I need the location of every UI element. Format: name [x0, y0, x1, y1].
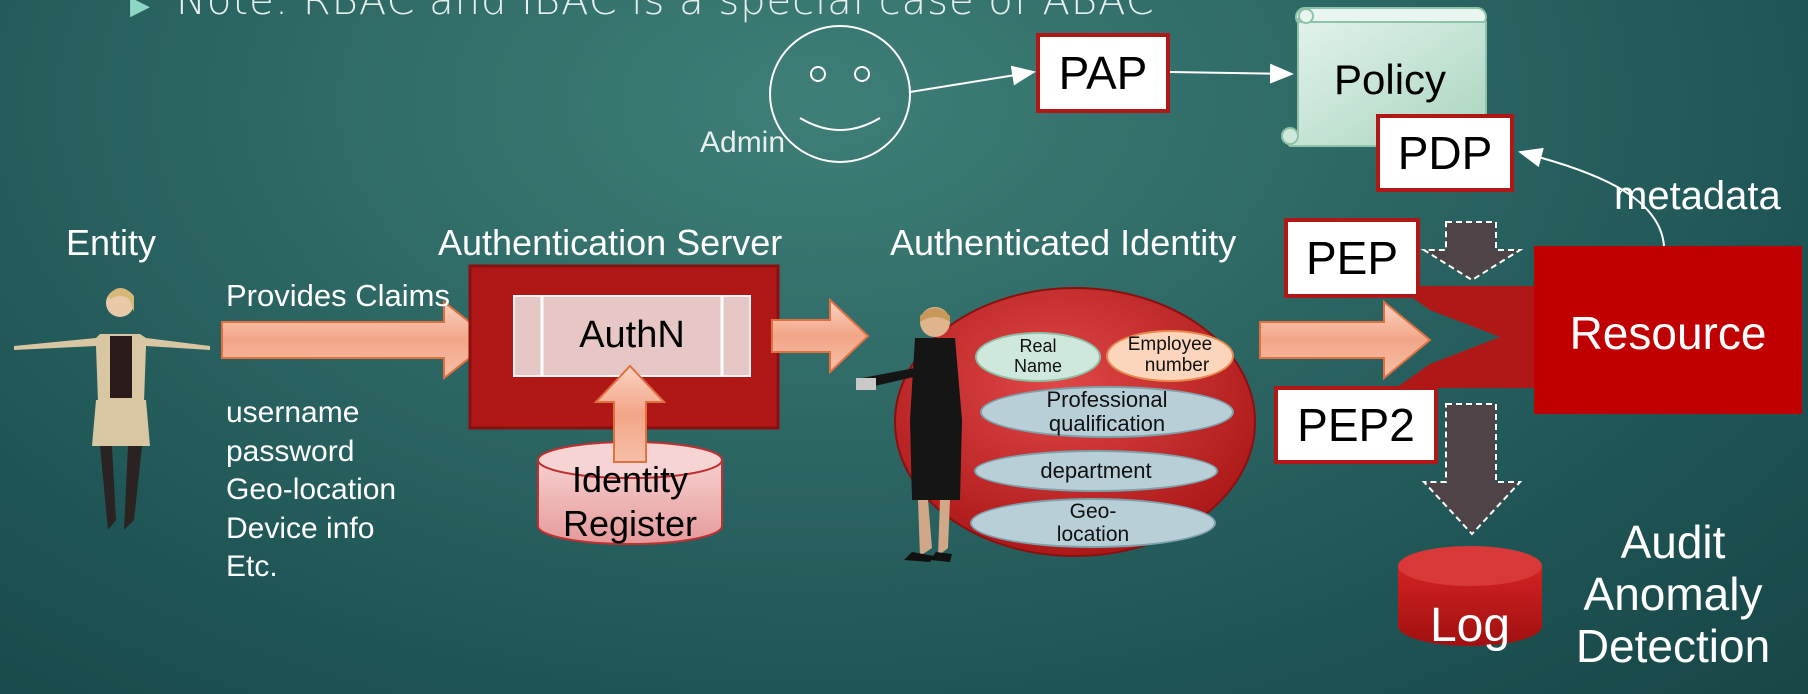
- authn-label: AuthN: [579, 314, 685, 356]
- pap-to-policy-connector: [1169, 63, 1294, 84]
- admin-face-icon: [769, 25, 911, 163]
- provides-claims-arrow: [221, 299, 494, 381]
- resource-gate-shape: [1396, 286, 1540, 388]
- top-note: ▶Note: RBAC and IBAC is a special case o…: [130, 0, 1155, 24]
- pep2-to-log-arrow: [1421, 403, 1523, 536]
- metadata-label: metadata: [1614, 174, 1781, 218]
- claim-item: Device info: [226, 511, 375, 545]
- pep2-box: PEP2: [1274, 386, 1438, 464]
- authenticated-identity-title: Authenticated Identity: [890, 222, 1237, 263]
- admin-label: Admin: [700, 126, 786, 159]
- entity-title: Entity: [66, 222, 157, 263]
- claim-item: username: [226, 396, 360, 429]
- resource-label: Resource: [1569, 307, 1767, 359]
- claim-item: password: [226, 434, 355, 468]
- audit-anomaly-detection-label: Audit Anomaly Detection: [1575, 516, 1771, 672]
- provides-claims-label: Provides Claims: [226, 278, 450, 313]
- resource-to-pdp-connector: [1518, 147, 1665, 247]
- pap-box: PAP: [1036, 33, 1170, 113]
- identity-register-label: Identity Register: [562, 459, 698, 544]
- attr-geo-location: Geo-location: [970, 498, 1216, 548]
- authn-to-identity-arrow: [771, 297, 870, 375]
- auth-server-title: Authentication Server: [438, 222, 783, 263]
- admin-to-pap-connector: [909, 65, 1036, 93]
- attr-department: department: [974, 450, 1218, 492]
- claim-item: Geo-location: [226, 473, 397, 506]
- pdp-box: PDP: [1376, 114, 1514, 192]
- claims-list: username password Geo-location Device in…: [226, 394, 396, 587]
- pep-down-arrow: [1420, 221, 1524, 282]
- claim-item: Etc.: [226, 550, 278, 583]
- bullet-icon: ▶: [130, 0, 150, 20]
- resource-box: [1534, 246, 1802, 414]
- identity-to-resource-arrow: [1259, 299, 1432, 381]
- policy-label: Policy: [1334, 56, 1447, 103]
- log-cylinder: [1398, 546, 1542, 646]
- log-label: Log: [1429, 599, 1511, 652]
- register-to-authn-arrow: [593, 364, 667, 463]
- pep-box: PEP: [1284, 218, 1420, 298]
